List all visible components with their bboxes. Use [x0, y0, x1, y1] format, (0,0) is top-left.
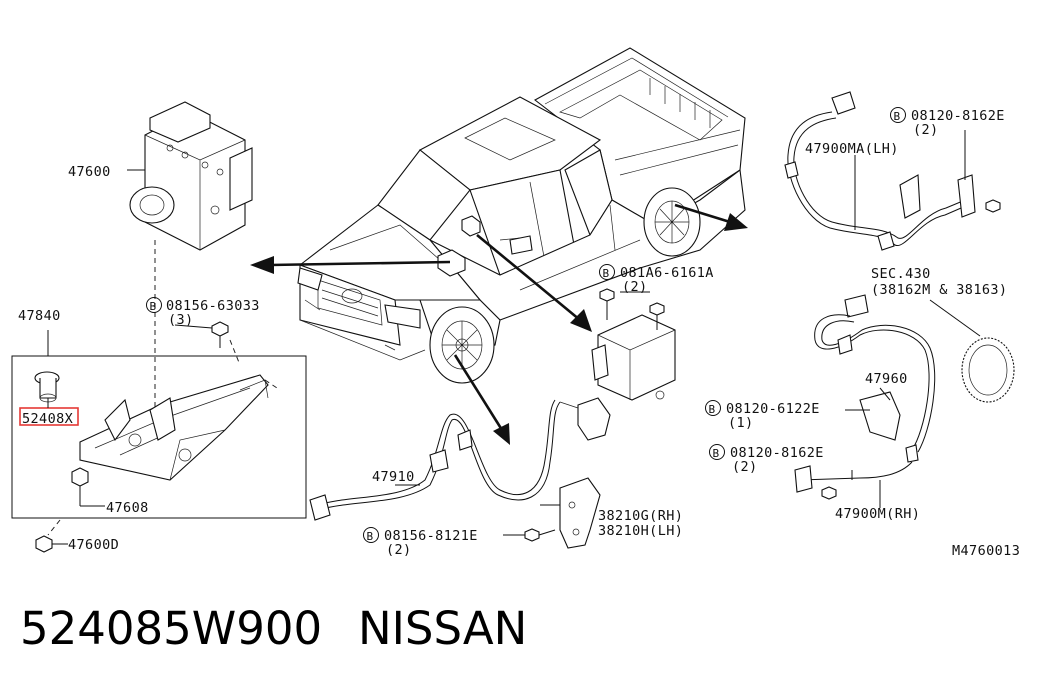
b-marker-text: B	[709, 403, 716, 416]
label-08120-6122e-qty: (1)	[728, 415, 754, 431]
bracket-assembly-box	[11, 355, 307, 519]
b-marker-icon	[709, 444, 725, 460]
callout-labels: 47600 47840 52408X 47608 47600D B 08156-…	[18, 107, 1020, 559]
label-52408x: 52408X	[22, 411, 73, 427]
bracket-38210-part[interactable]	[559, 477, 601, 549]
label-47840: 47840	[18, 308, 61, 324]
label-08120-8162e-top: 08120-8162E	[911, 108, 1005, 124]
diagram-code: M4760013	[952, 543, 1020, 559]
label-38210h-lh: 38210H(LH)	[598, 523, 683, 539]
label-38210g-rh: 38210G(RH)	[598, 508, 683, 524]
caption-part-number: 524085W900	[20, 602, 322, 655]
bolt-081a6-part[interactable]	[599, 288, 665, 330]
bolt-08156-63033-part[interactable]	[211, 321, 229, 348]
front-harness-part[interactable]	[309, 397, 611, 521]
b-marker-text: B	[894, 110, 901, 123]
b-marker-icon	[890, 107, 906, 123]
label-08120-8162e-low-qty: (2)	[732, 459, 758, 475]
rear-sensor-part[interactable]	[794, 294, 936, 500]
b-marker-text: B	[150, 300, 157, 313]
label-47900m-rh: 47900M(RH)	[835, 506, 920, 522]
highlight-box	[19, 407, 79, 426]
label-08156-63033-qty: (3)	[168, 312, 194, 328]
b-marker-icon	[363, 527, 379, 543]
abs-actuator-part[interactable]	[129, 101, 253, 251]
bolt-08156-8121e-part[interactable]	[524, 528, 556, 542]
label-47910: 47910	[372, 469, 415, 485]
caption-brand: NISSAN	[358, 602, 527, 655]
label-08156-63033: 08156-63033	[166, 298, 260, 314]
label-47608: 47608	[106, 500, 149, 516]
label-08156-8121e-qty: (2)	[386, 542, 412, 558]
label-47960: 47960	[865, 371, 908, 387]
b-marker-text: B	[603, 267, 610, 280]
b-marker-icon	[146, 297, 162, 313]
location-arrows	[250, 203, 748, 445]
b-marker-text: B	[713, 447, 720, 460]
label-47900ma-lh: 47900MA(LH)	[805, 141, 899, 157]
b-marker-icon	[705, 400, 721, 416]
b-marker-icon	[599, 264, 615, 280]
label-sec-430: SEC.430	[871, 266, 931, 282]
sensor-ring-part[interactable]	[961, 337, 1015, 403]
b-marker-text: B	[367, 530, 374, 543]
bracket-part[interactable]	[79, 374, 269, 481]
label-08120-8162e-low: 08120-8162E	[730, 445, 824, 461]
label-08120-6122e: 08120-6122E	[726, 401, 820, 417]
label-08120-8162e-top-qty: (2)	[913, 122, 939, 138]
nut-part[interactable]	[71, 467, 89, 487]
front-lh-sensor-part[interactable]	[784, 91, 1001, 251]
bolt-47600d-part[interactable]	[35, 535, 53, 553]
label-sec-430-parts: (38162M & 38163)	[871, 282, 1007, 298]
label-47600d: 47600D	[68, 537, 119, 553]
bushing-part[interactable]	[34, 371, 60, 403]
label-081a6-6161a: 081A6-6161A	[620, 265, 714, 281]
label-081a6-6161a-qty: (2)	[622, 279, 648, 295]
label-08156-8121e: 08156-8121E	[384, 528, 478, 544]
pickup-truck-illustration	[297, 47, 746, 384]
label-47600: 47600	[68, 164, 111, 180]
abs-controller-part[interactable]	[591, 314, 676, 401]
